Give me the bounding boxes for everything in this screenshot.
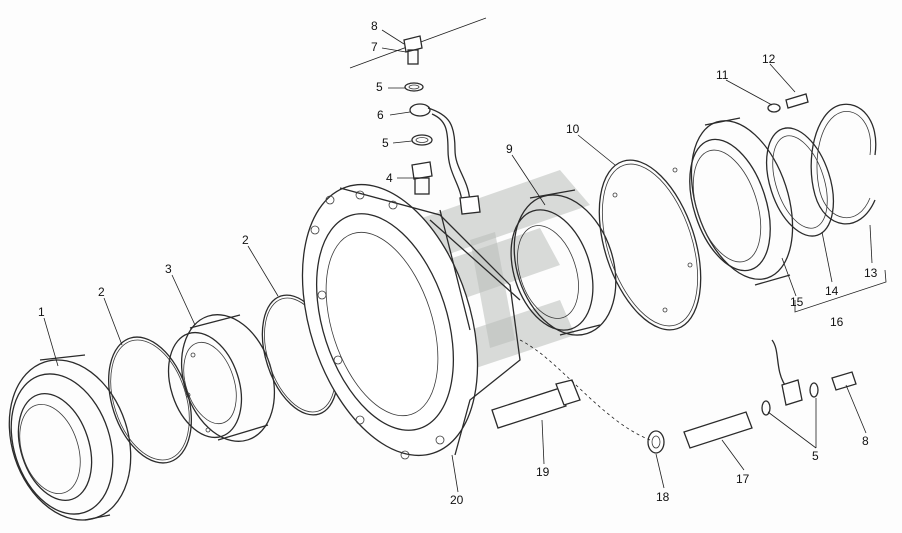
part-11-nut <box>767 103 781 113</box>
part-20-wheel-hub <box>301 183 521 460</box>
part-5-washer-middle <box>411 134 433 146</box>
part-6-banjo-tube <box>409 103 481 215</box>
callout-12: 12 <box>762 52 776 66</box>
part-19-wheel-stud <box>491 379 581 429</box>
callout-6: 6 <box>377 108 384 122</box>
callout-16: 16 <box>830 315 844 329</box>
part-5-washers-right <box>761 339 819 416</box>
callout-8-right: 8 <box>862 434 869 448</box>
callout-20: 20 <box>450 493 464 507</box>
part-17-threaded-bolt <box>683 411 753 449</box>
callout-8-top: 8 <box>371 19 378 33</box>
part-5-washer-top <box>404 82 424 92</box>
callout-4: 4 <box>386 171 393 185</box>
callout-17: 17 <box>736 472 750 486</box>
callout-18: 18 <box>656 490 670 504</box>
part-14-shaft-seal <box>765 127 835 237</box>
callout-19: 19 <box>536 465 550 479</box>
callout-15: 15 <box>790 295 804 309</box>
assembly-path-dashed <box>519 339 651 441</box>
callout-13: 13 <box>864 266 878 280</box>
leader-lines <box>43 29 887 493</box>
callout-10: 10 <box>566 122 580 136</box>
part-10-gasket <box>598 159 702 331</box>
callout-2-left: 2 <box>98 285 105 299</box>
callout-5-top: 5 <box>376 80 383 94</box>
callout-9: 9 <box>506 142 513 156</box>
part-8-breather-right <box>831 371 857 391</box>
part-4-hollow-bolt <box>411 161 433 195</box>
part-13-snap-ring <box>810 103 877 225</box>
callout-14: 14 <box>825 284 839 298</box>
part-12-bolt <box>785 93 809 109</box>
part-9-outer-bearing <box>510 189 617 336</box>
part-7-8-breather-fitting <box>349 17 487 69</box>
callout-3: 3 <box>165 262 172 276</box>
callout-1: 1 <box>38 305 45 319</box>
part-15-seal-housing <box>689 117 794 286</box>
callout-5-right: 5 <box>812 449 819 463</box>
part-1-roller-bearing <box>8 354 132 521</box>
callout-7: 7 <box>371 40 378 54</box>
callout-labels: 1 2 3 2 8 7 5 6 5 4 9 10 11 12 13 14 15 … <box>38 19 878 507</box>
callout-11: 11 <box>716 68 729 82</box>
part-18-wheel-nut <box>647 430 665 454</box>
callout-5-middle: 5 <box>382 136 389 150</box>
callout-2-right: 2 <box>242 233 249 247</box>
part-3-bearing-nut <box>167 314 276 442</box>
